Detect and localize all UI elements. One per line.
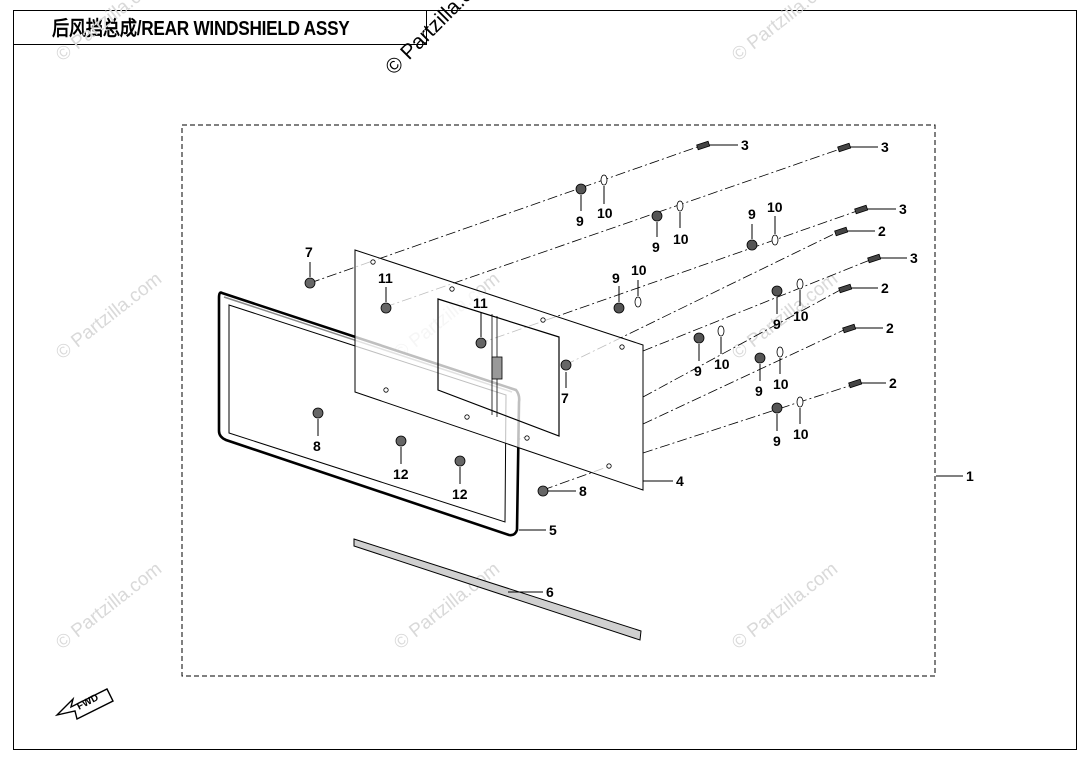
- callout-10: 10: [673, 231, 689, 247]
- nuts-and-washers: [575, 174, 804, 414]
- callout-2: 2: [889, 375, 897, 391]
- callout-7: 7: [305, 244, 313, 260]
- callouts: 1 2 2 2 2 3 3 3 3 4 5 6 7 7 8 8 9 9 9 9 …: [305, 137, 974, 600]
- callout-7: 7: [561, 390, 569, 406]
- watermark: © Partzilla.com: [728, 0, 842, 66]
- callout-3: 3: [899, 201, 907, 217]
- callout-3: 3: [741, 137, 749, 153]
- callout-3: 3: [910, 250, 918, 266]
- mounting-holes: [370, 259, 625, 469]
- callout-4: 4: [676, 473, 684, 489]
- watermark: © Partzilla.com: [52, 559, 166, 654]
- callout-8: 8: [313, 438, 321, 454]
- callout-11: 11: [378, 270, 393, 286]
- callout-1: 1: [966, 468, 974, 484]
- callout-10: 10: [597, 205, 613, 221]
- callout-8: 8: [579, 483, 587, 499]
- callout-11: 11: [473, 295, 488, 311]
- callout-9: 9: [612, 270, 620, 286]
- callout-10: 10: [714, 356, 730, 372]
- callout-9: 9: [773, 433, 781, 449]
- callout-5: 5: [549, 522, 557, 538]
- callout-12: 12: [452, 486, 468, 502]
- watermark: © Partzilla.com: [728, 269, 842, 364]
- callout-3: 3: [881, 139, 889, 155]
- callout-10: 10: [631, 262, 647, 278]
- assembly-boundary: [181, 124, 936, 677]
- callout-10: 10: [773, 376, 789, 392]
- callout-10: 10: [793, 426, 809, 442]
- callout-10: 10: [793, 308, 809, 324]
- watermark: © Partzilla.com: [52, 0, 166, 66]
- watermark: © Partzilla.com: [728, 559, 842, 654]
- page-title: 后风挡总成/REAR WINDSHIELD ASSY: [52, 18, 350, 40]
- callout-10: 10: [767, 199, 783, 215]
- leader-lines: [309, 144, 963, 593]
- callout-9: 9: [755, 383, 763, 399]
- callout-2: 2: [878, 223, 886, 239]
- drawing-frame: [13, 10, 1077, 750]
- part-4-glass-pane: [354, 249, 644, 491]
- watermark: © Partzilla.com: [52, 269, 166, 364]
- callout-9: 9: [576, 213, 584, 229]
- callout-9: 9: [748, 206, 756, 222]
- title-box: [13, 10, 427, 45]
- fwd-arrow-icon: FWD: [55, 688, 114, 721]
- callout-2: 2: [886, 320, 894, 336]
- callout-2: 2: [881, 280, 889, 296]
- callout-9: 9: [652, 239, 660, 255]
- callout-6: 6: [546, 584, 554, 600]
- screws: [696, 140, 882, 389]
- callout-9: 9: [773, 316, 781, 332]
- part-6-strip: [353, 538, 642, 641]
- callout-9: 9: [694, 363, 702, 379]
- callout-12: 12: [393, 466, 409, 482]
